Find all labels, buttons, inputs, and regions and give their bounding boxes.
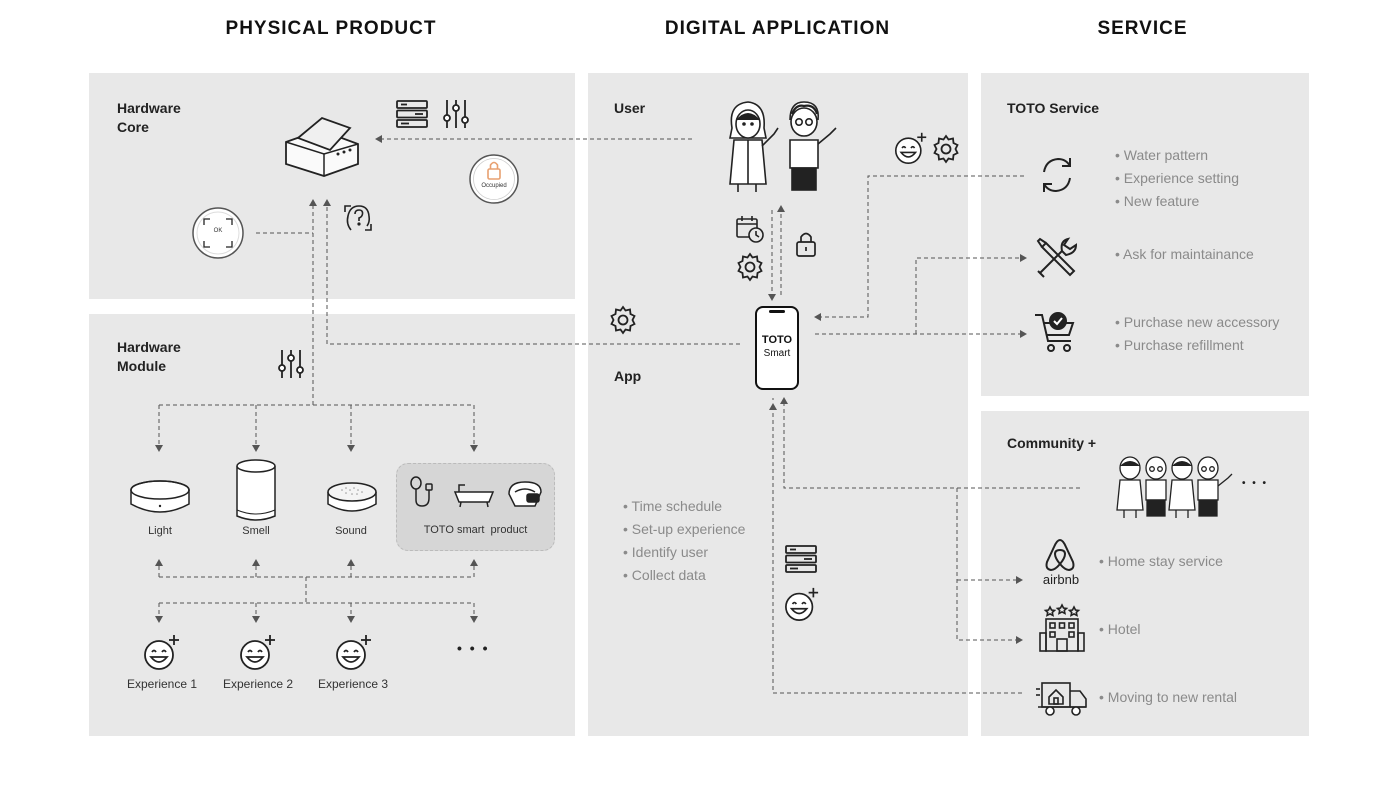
feature-identify-user: Identify user <box>623 541 745 564</box>
user-gear-icon <box>933 134 959 164</box>
community-title: Community + <box>1007 435 1097 451</box>
service-purchase-refillment: Purchase refillment <box>1115 334 1279 357</box>
service-ask-maintenance: Ask for maintainance <box>1115 243 1254 266</box>
connector-service-to-app <box>814 175 1024 321</box>
app-feature-list: Time schedule Set-up experience Identify… <box>623 495 746 587</box>
airbnb-logo-icon <box>1045 538 1075 572</box>
shower-icon <box>410 476 433 507</box>
more-community-ellipsis: • • • <box>1242 478 1269 489</box>
experience-3-label: Experience 3 <box>317 677 389 691</box>
toilet-seat-icon <box>508 481 542 507</box>
service-new-feature: New feature <box>1115 190 1239 213</box>
moving-truck-icon <box>1036 682 1087 716</box>
service-maintenance-list: Ask for maintainance <box>1115 243 1254 266</box>
sliders-icon <box>443 100 469 128</box>
airbnb-logo-text: airbnb <box>1042 572 1080 587</box>
community-moving-text: Moving to new rental <box>1099 686 1237 709</box>
app-gear-icon <box>737 252 763 282</box>
feature-time-schedule: Time schedule <box>623 495 745 518</box>
connector-app-to-core <box>323 199 740 345</box>
community-panel <box>981 411 1309 736</box>
sound-device-icon <box>327 482 377 512</box>
smell-device-icon <box>236 459 276 521</box>
data-smiley-icon <box>785 587 819 621</box>
header-digital-application: DIGITAL APPLICATION <box>664 18 891 39</box>
experience-2-smiley-icon <box>240 635 275 670</box>
toto-smart-product-label: TOTO smart product <box>423 524 528 536</box>
calendar-clock-icon <box>736 216 764 243</box>
service-purchase-accessory: Purchase new accessory <box>1115 311 1280 334</box>
hardware-module-title: Hardware Module <box>117 339 181 374</box>
face-recognition-icon <box>344 205 372 231</box>
module-sliders-icon <box>278 350 304 378</box>
header-service: SERVICE <box>1097 18 1188 39</box>
experience-1-label: Experience 1 <box>126 677 198 691</box>
toto-smart-phone: TOTO Smart <box>755 306 799 390</box>
update-refresh-icon <box>1043 157 1071 193</box>
phone-brand-text: TOTO <box>761 334 793 346</box>
service-water-pattern: Water pattern <box>1115 144 1239 167</box>
ok-button-dial: OK <box>191 206 245 260</box>
community-hotel: Hotel <box>1099 618 1141 641</box>
light-label: Light <box>148 525 172 537</box>
community-group-illustration <box>1116 456 1233 518</box>
experience-3-smiley-icon <box>336 635 371 670</box>
emotion-smiley-icon <box>894 132 927 165</box>
digital-application-panel <box>588 73 968 736</box>
experience-1-smiley-icon <box>144 635 179 670</box>
hotel-building-icon <box>1039 603 1085 652</box>
sound-label: Sound <box>335 525 367 537</box>
hardware-core-device-icon <box>285 116 359 177</box>
occupied-lock-display: Occupied <box>468 153 520 205</box>
smell-label: Smell <box>242 525 270 537</box>
bathtub-icon <box>453 484 495 508</box>
toto-smart-product-box: TOTO smart product <box>396 463 555 551</box>
toto-service-title: TOTO Service <box>1007 100 1100 116</box>
lock-icon <box>796 232 816 257</box>
user-title: User <box>614 100 646 116</box>
hardware-core-title: Hardware Core <box>117 100 181 135</box>
data-panel-icon <box>785 545 817 573</box>
feature-setup-experience: Set-up experience <box>623 518 746 541</box>
users-illustration <box>729 101 837 192</box>
service-purchase-list: Purchase new accessory Purchase refillme… <box>1115 311 1280 357</box>
community-homestay: Home stay service <box>1099 550 1223 573</box>
service-experience-setting: Experience setting <box>1115 167 1239 190</box>
ok-text: OK <box>213 228 223 234</box>
settings-panel-icon <box>396 100 428 128</box>
light-device-icon <box>130 480 190 513</box>
app-title: App <box>614 368 642 384</box>
community-hotel-text: Hotel <box>1099 618 1141 641</box>
feature-collect-data: Collect data <box>623 564 745 587</box>
connector-community-to-app <box>780 397 1080 489</box>
core-gear-icon <box>610 305 636 335</box>
phone-sub-text: Smart <box>763 348 791 359</box>
shopping-cart-icon <box>1035 312 1075 352</box>
maintenance-tools-icon <box>1036 237 1078 278</box>
service-update-list: Water pattern Experience setting New fea… <box>1115 144 1239 213</box>
community-moving: Moving to new rental <box>1099 686 1237 709</box>
more-experiences-ellipsis: • • • <box>457 640 490 656</box>
community-homestay-text: Home stay service <box>1099 550 1223 573</box>
experience-2-label: Experience 2 <box>222 677 294 691</box>
occupied-text: Occupied <box>481 183 507 189</box>
header-physical-product: PHYSICAL PRODUCT <box>225 18 437 39</box>
